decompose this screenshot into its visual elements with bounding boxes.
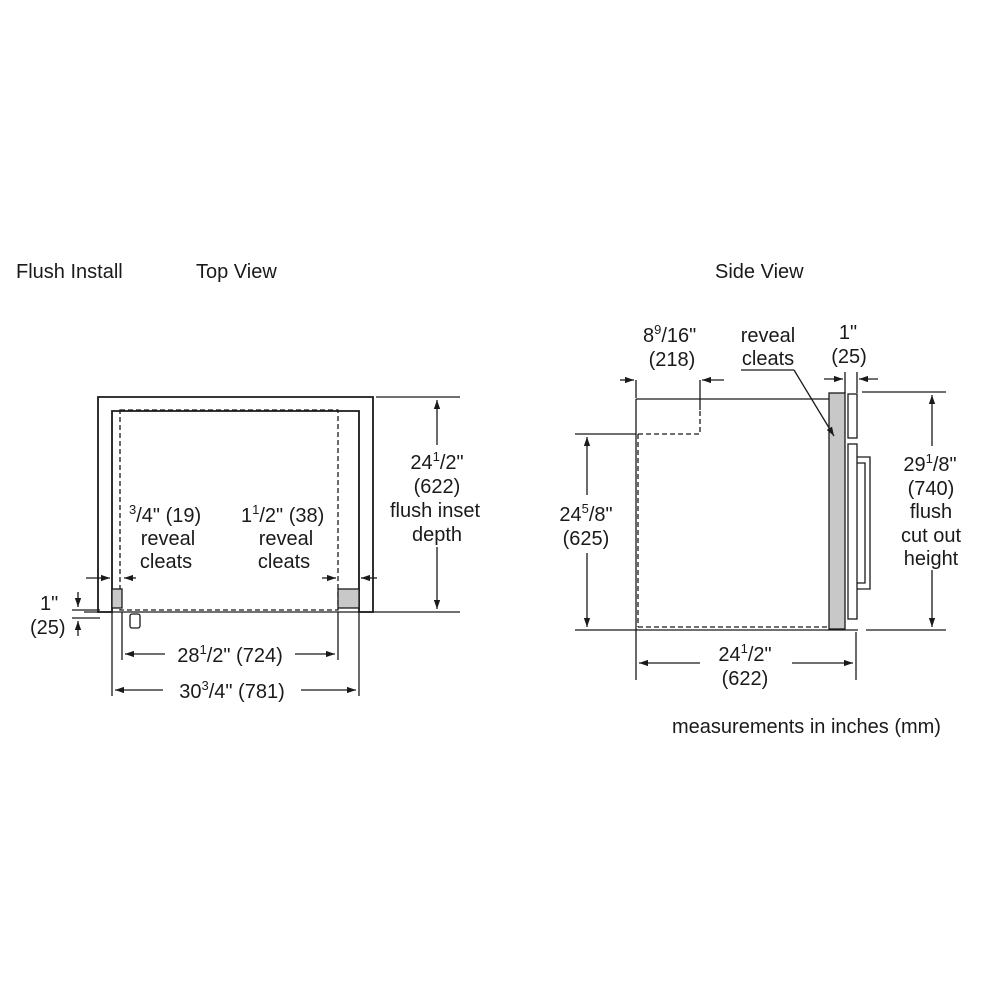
top-depth-dimension: 241/2" (622) flush inset depth bbox=[386, 400, 486, 609]
svg-text:291/8": 291/8" bbox=[903, 451, 956, 476]
svg-text:reveal: reveal bbox=[141, 528, 195, 550]
side-view-heading: Side View bbox=[715, 261, 804, 283]
svg-text:cleats: cleats bbox=[140, 551, 192, 573]
flush-install-heading: Flush Install bbox=[16, 261, 123, 283]
knob-icon bbox=[129, 613, 141, 629]
svg-text:reveal: reveal bbox=[259, 528, 313, 550]
svg-text:3/4" (19): 3/4" (19) bbox=[129, 502, 201, 527]
svg-text:241/2": 241/2" bbox=[718, 641, 771, 666]
svg-text:1": 1" bbox=[839, 322, 857, 344]
measurements-note: measurements in inches (mm) bbox=[672, 716, 941, 738]
svg-text:245/8": 245/8" bbox=[559, 501, 612, 526]
top-view-heading: Top View bbox=[196, 261, 277, 283]
right-reveal-cleat bbox=[337, 588, 360, 609]
right-cleat-callout: 11/2" (38) reveal cleats bbox=[241, 502, 377, 582]
offset-dimension: 1" (25) bbox=[30, 592, 100, 639]
svg-text:cleats: cleats bbox=[742, 348, 794, 370]
svg-text:(25): (25) bbox=[30, 617, 66, 639]
svg-text:89/16": 89/16" bbox=[643, 322, 696, 347]
outer-width-dimension: 303/4" (781) bbox=[115, 678, 356, 703]
svg-text:(740): (740) bbox=[908, 478, 955, 500]
svg-text:(622): (622) bbox=[722, 668, 769, 690]
svg-text:flush: flush bbox=[910, 501, 952, 523]
svg-text:(218): (218) bbox=[649, 349, 696, 371]
svg-text:reveal: reveal bbox=[741, 325, 795, 347]
door-handle bbox=[857, 456, 871, 590]
svg-text:1": 1" bbox=[40, 593, 58, 615]
svg-text:cut out: cut out bbox=[901, 525, 961, 547]
door-thickness-dimension: 1" (25) bbox=[824, 322, 878, 383]
door-panel bbox=[847, 443, 858, 620]
svg-text:(622): (622) bbox=[414, 476, 461, 498]
svg-text:11/2" (38): 11/2" (38) bbox=[241, 502, 324, 527]
side-height-dimension: 245/8" (625) bbox=[548, 437, 626, 627]
svg-text:height: height bbox=[904, 548, 959, 570]
svg-text:(625): (625) bbox=[563, 528, 610, 550]
side-reveal-callout: reveal cleats bbox=[741, 325, 835, 437]
cutout-height-dimension: 291/8" (740) flush cut out height bbox=[888, 395, 978, 627]
inner-width-dimension: 281/2" (724) bbox=[125, 642, 335, 667]
left-cleat-callout: 3/4" (19) reveal cleats bbox=[86, 502, 201, 582]
svg-text:flush inset: flush inset bbox=[390, 500, 480, 522]
svg-text:241/2": 241/2" bbox=[410, 449, 463, 474]
svg-text:303/4" (781): 303/4" (781) bbox=[179, 678, 285, 703]
door-frame bbox=[828, 392, 846, 630]
left-reveal-cleat bbox=[111, 588, 123, 609]
side-view-drawing bbox=[575, 372, 946, 680]
top-view-drawing bbox=[84, 396, 460, 696]
svg-text:cleats: cleats bbox=[258, 551, 310, 573]
top-offset-dimension: 89/16" (218) bbox=[620, 322, 724, 384]
svg-text:281/2" (724): 281/2" (724) bbox=[177, 642, 283, 667]
svg-text:depth: depth bbox=[412, 524, 462, 546]
control-panel bbox=[847, 393, 858, 439]
side-depth-dimension: 241/2" (622) bbox=[639, 641, 853, 690]
svg-text:(25): (25) bbox=[831, 346, 867, 368]
